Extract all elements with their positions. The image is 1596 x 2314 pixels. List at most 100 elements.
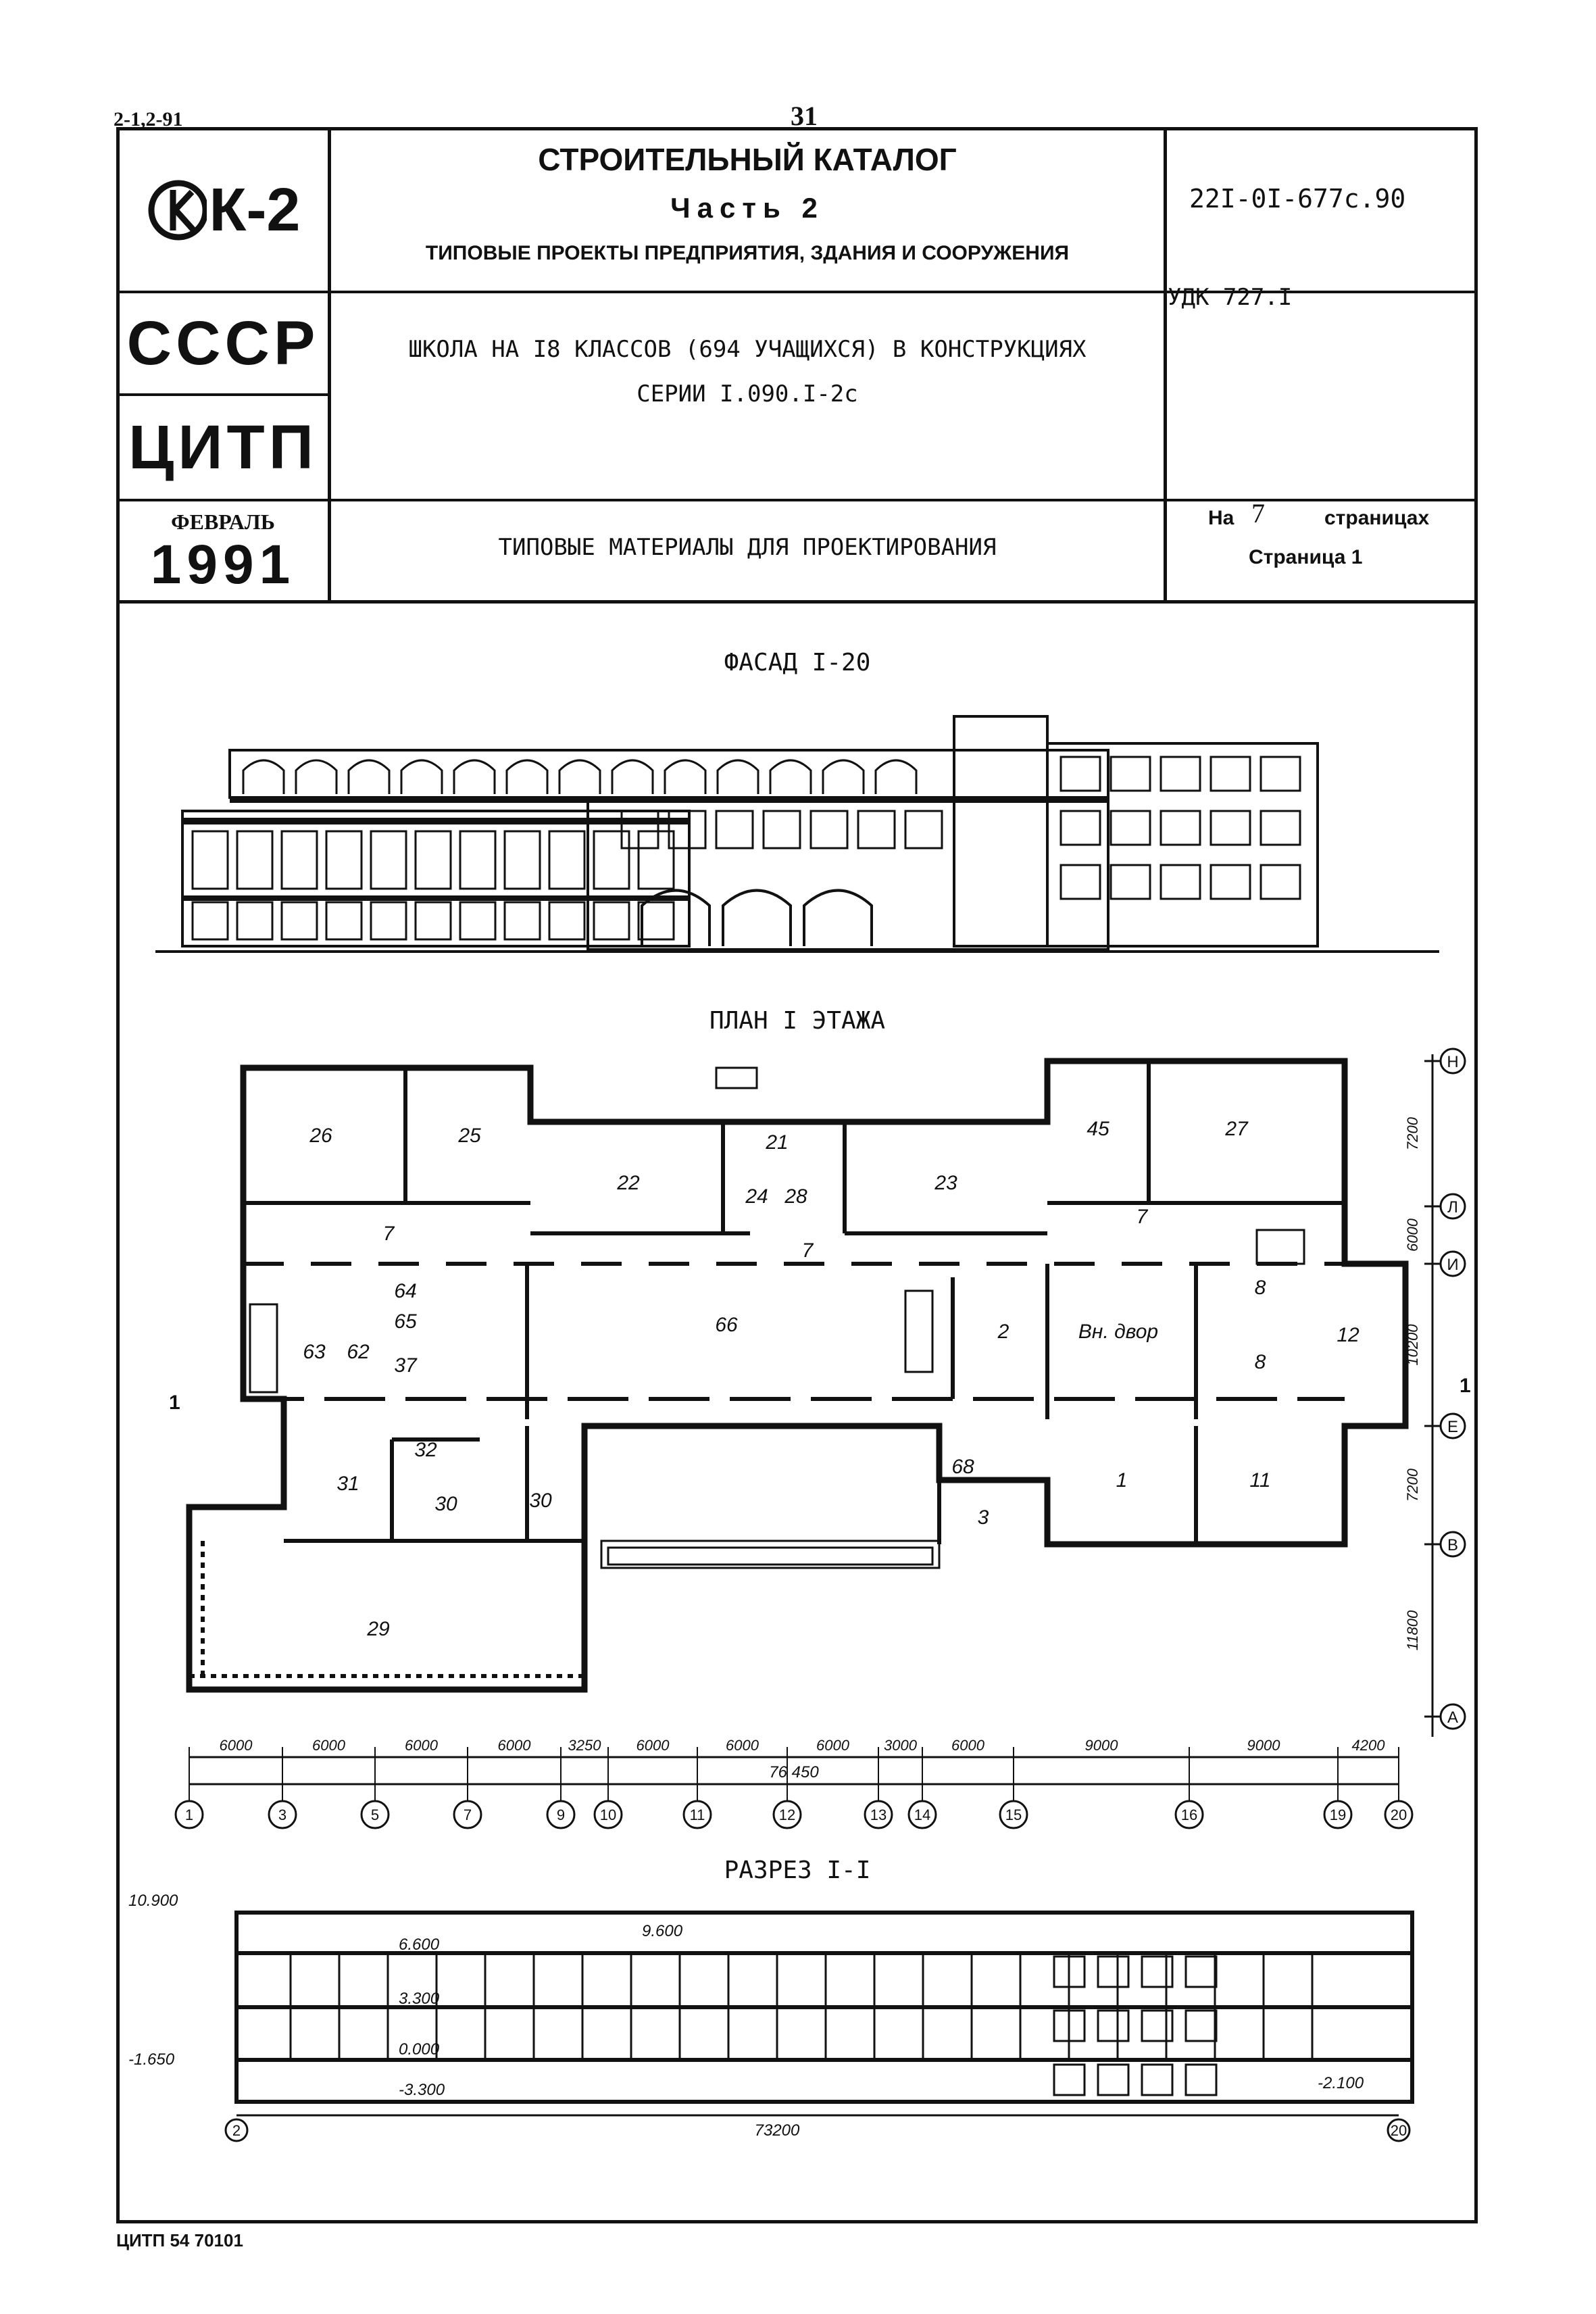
dimension-bottom: 6000 xyxy=(498,1737,532,1754)
dimension-bottom: 4200 xyxy=(1352,1737,1386,1754)
room-7-right: 7 xyxy=(1137,1206,1149,1228)
facade-arch-window xyxy=(664,759,707,794)
facade-window xyxy=(1210,864,1251,900)
section-window xyxy=(1141,2063,1174,2096)
facade-drawing xyxy=(155,715,1439,953)
axis-bubble xyxy=(174,1800,204,1829)
project-code: 22I-0I-677с.90 xyxy=(1189,184,1406,214)
room-3: 3 xyxy=(978,1506,989,1529)
room-30-left: 30 xyxy=(434,1493,457,1515)
axis-bubble xyxy=(772,1800,802,1829)
axis-label: 10 xyxy=(600,1806,616,1823)
axis-bubble xyxy=(907,1800,937,1829)
axis-bubble xyxy=(546,1800,576,1829)
facade-window xyxy=(1260,810,1301,846)
axis-label: 7 xyxy=(464,1806,472,1823)
dimension-right: 7200 xyxy=(1404,1116,1421,1150)
section-window xyxy=(1097,2063,1130,2096)
section-axis-left: 2 xyxy=(232,2122,241,2139)
level-3300: 3.300 xyxy=(399,1990,440,2008)
facade-window xyxy=(637,901,675,941)
room-22: 22 xyxy=(616,1172,640,1194)
facade-arch-window xyxy=(558,759,601,794)
room-7-center: 7 xyxy=(802,1239,814,1262)
country-label: СССР xyxy=(126,308,320,378)
facade-window xyxy=(1059,864,1101,900)
section-drawing: 10.900 9.600 6.600 3.300 0.000 -3.300 -1… xyxy=(128,1892,1414,2142)
section-title: РАЗРЕЗ I-I xyxy=(724,1856,871,1884)
facade-window xyxy=(593,830,630,890)
facade-window xyxy=(904,810,943,850)
room-26: 26 xyxy=(309,1125,332,1147)
pages-count: 7 xyxy=(1251,498,1265,528)
dimension-right: 11800 xyxy=(1404,1610,1421,1650)
room-24: 24 xyxy=(745,1185,768,1208)
room-1: 1 xyxy=(1116,1469,1128,1492)
facade-window xyxy=(548,830,586,890)
room-courtyard: Вн. двор xyxy=(1078,1321,1158,1343)
facade-arch-window xyxy=(611,759,654,794)
facade-title: ФАСАД I-20 xyxy=(724,648,871,676)
level-minus-2100: -2.100 xyxy=(1318,2074,1364,2092)
pages-prefix: На xyxy=(1208,507,1235,529)
axis-bubble xyxy=(1384,1800,1414,1829)
axis-label: Л xyxy=(1447,1198,1458,1216)
axis-bubble xyxy=(268,1800,297,1829)
room-7-left: 7 xyxy=(383,1223,395,1245)
facade-window xyxy=(325,830,363,890)
axis-label: 12 xyxy=(779,1806,795,1823)
section-mark-right: 1 xyxy=(1460,1375,1471,1397)
facade-window xyxy=(1159,864,1201,900)
page-number: 31 xyxy=(791,101,818,131)
facade-window xyxy=(1109,864,1151,900)
room-30-right: 30 xyxy=(529,1490,552,1512)
facade-window xyxy=(1109,810,1151,846)
room-37: 37 xyxy=(394,1354,418,1377)
level-10900: 10.900 xyxy=(128,1892,178,1910)
room-45: 45 xyxy=(1087,1118,1109,1140)
room-27: 27 xyxy=(1224,1118,1249,1140)
dimension-bottom: 6000 xyxy=(951,1737,985,1754)
room-23: 23 xyxy=(934,1172,957,1194)
axis-label: 20 xyxy=(1391,1806,1407,1823)
page-label: Страница 1 xyxy=(1249,546,1363,568)
room-25: 25 xyxy=(457,1125,481,1147)
axis-label: 3 xyxy=(278,1806,286,1823)
section-window xyxy=(1053,1955,1086,1988)
facade-window xyxy=(236,830,274,890)
facade-window xyxy=(715,810,754,850)
facade-window xyxy=(1159,810,1201,846)
project-title-line2: СЕРИИ I.090.I-2с xyxy=(637,380,858,408)
header-row-rule-1 xyxy=(116,291,1478,293)
facade-window xyxy=(191,830,229,890)
facade-window xyxy=(762,810,801,850)
facade-window xyxy=(1210,810,1251,846)
dimension-bottom: 6000 xyxy=(312,1737,346,1754)
facade-window xyxy=(370,901,407,941)
year-label: 1991 xyxy=(150,534,296,595)
level-6600: 6.600 xyxy=(399,1936,440,1954)
dimension-right: 10200 xyxy=(1404,1324,1421,1366)
facade-window xyxy=(548,901,586,941)
axis-label: В xyxy=(1447,1536,1458,1554)
facade-window xyxy=(370,830,407,890)
dimension-bottom: 6000 xyxy=(637,1737,670,1754)
section-window xyxy=(1184,2009,1218,2042)
dimension-bottom: 9000 xyxy=(1247,1737,1281,1754)
facade-arch-window xyxy=(400,759,443,794)
floor-plan: 26 25 22 21 23 45 27 24 28 7 7 7 64 65 6… xyxy=(169,1048,1471,1829)
facade-window xyxy=(191,901,229,941)
section-window xyxy=(1184,2063,1218,2096)
level-0000: 0.000 xyxy=(399,2040,440,2059)
dimension-bottom: 9000 xyxy=(1085,1737,1119,1754)
room-64: 64 xyxy=(394,1280,416,1302)
room-32: 32 xyxy=(414,1439,437,1461)
facade-window xyxy=(414,901,452,941)
room-63: 63 xyxy=(303,1341,326,1363)
month-label: ФЕВРАЛЬ xyxy=(171,509,275,534)
org-label: ЦИТП xyxy=(128,412,318,482)
room-68: 68 xyxy=(951,1456,974,1478)
room-66: 66 xyxy=(715,1314,738,1336)
level-9600: 9.600 xyxy=(642,1922,683,1940)
facade-window xyxy=(1210,756,1251,792)
